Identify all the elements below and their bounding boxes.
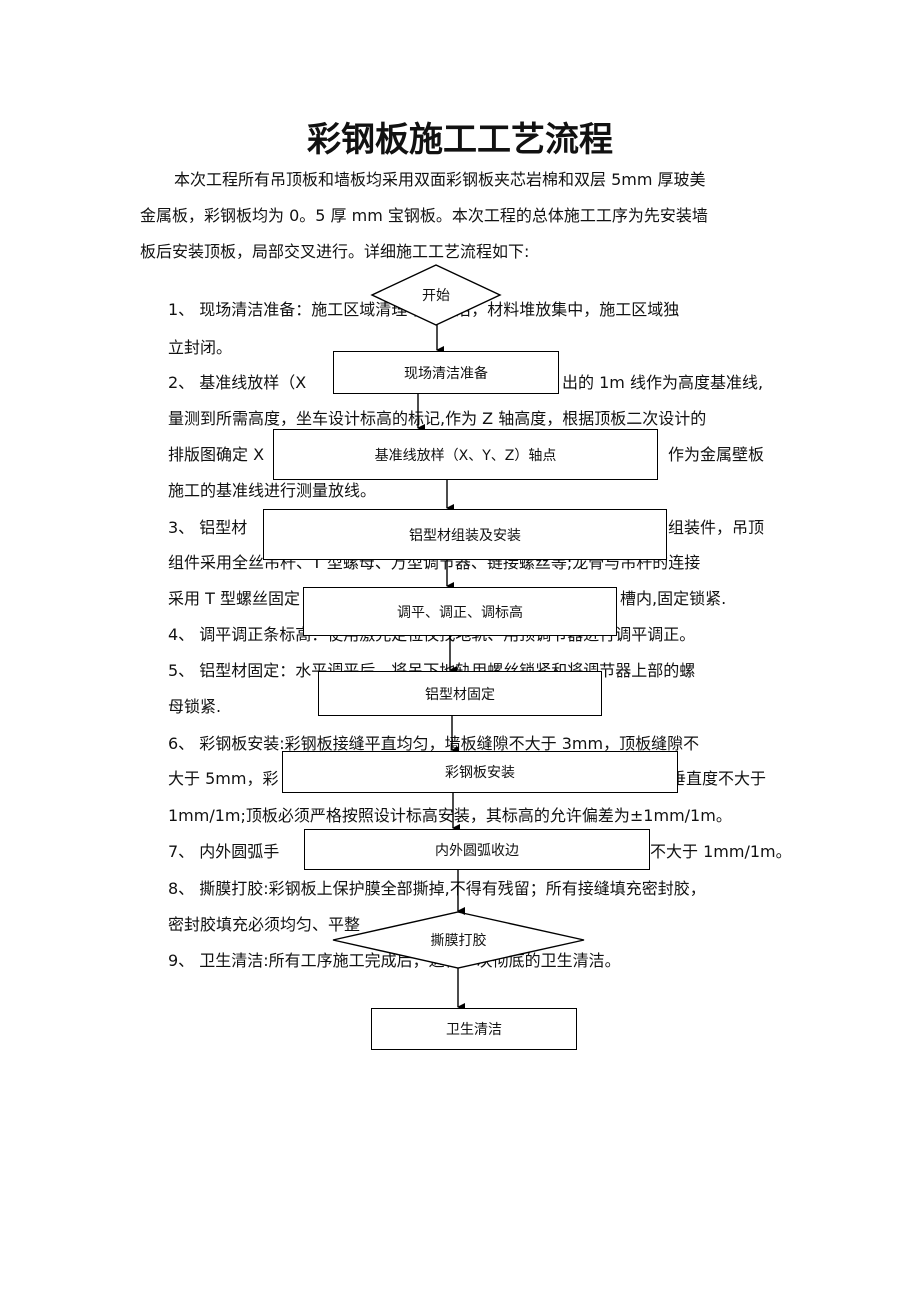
step-text-line: 量测到所需高度，坐车设计标高的标记,作为 Z 轴高度，根据顶板二次设计的 — [168, 409, 707, 428]
step-text-line: 2、 基准线放样（X — [168, 373, 307, 392]
step-text-line: 3、 铝型材 — [168, 518, 248, 537]
step-text-line: 出的 1m 线作为高度基准线, — [562, 373, 764, 392]
flow-node-site-cleaning: 现场清洁准备 — [333, 351, 559, 394]
step-text-line: 1mm/1m;顶板必须严格按照设计标高安装，其标高的允许偏差为±1mm/1m。 — [168, 806, 732, 825]
step-text-line: 采用 T 型螺丝固定 — [168, 589, 300, 608]
step-text-line: 大于 5mm，彩 — [168, 769, 279, 788]
flow-node-baseline-layout: 基准线放样（X、Y、Z）轴点 — [273, 429, 658, 480]
step-text-line: 组装件，吊顶 — [668, 518, 765, 537]
step-text-line: 排版图确定 X — [168, 445, 265, 464]
flow-node-start: 开始 — [422, 288, 450, 304]
flow-node-arc-edging: 内外圆弧收边 — [304, 829, 650, 870]
step-text-line: 密封胶填充必须均匀、平整 — [168, 915, 361, 934]
flow-node-cleaning: 卫生清洁 — [371, 1008, 577, 1050]
flow-node-panel-installation: 彩钢板安装 — [282, 751, 678, 793]
step-text-line: 垂直度不大于 — [670, 769, 767, 788]
flow-node-tear-film-glue: 撕膜打胶 — [430, 933, 487, 949]
step-text-line: 施工的基准线进行测量放线。 — [168, 481, 377, 500]
page-title: 彩钢板施工工艺流程 — [307, 120, 613, 160]
step-text-line: 母锁紧. — [168, 697, 222, 716]
intro-line: 板后安装顶板，局部交叉进行。详细施工工艺流程如下: — [140, 242, 530, 261]
step-text-line: 6、 彩钢板安装:彩钢板接缝平直均匀，墙板缝隙不大于 3mm，顶板缝隙不 — [168, 734, 700, 753]
intro-line: 金属板，彩钢板均为 0。5 厚 mm 宝钢板。本次工程的总体施工工序为先安装墙 — [140, 206, 708, 225]
flow-node-aluminum-fixing: 铝型材固定 — [318, 671, 602, 716]
intro-line: 本次工程所有吊顶板和墙板均采用双面彩钢板夹芯岩棉和双层 5mm 厚玻美 — [174, 170, 706, 189]
step-text-line: 作为金属壁板 — [668, 445, 765, 464]
step-text-line: 槽内,固定锁紧. — [620, 589, 727, 608]
step-text-line: 7、 内外圆弧手 — [168, 842, 280, 861]
step-text-line: 不大于 1mm/1m。 — [650, 842, 792, 861]
flow-node-aluminum-assembly: 铝型材组装及安装 — [263, 509, 667, 560]
step-text-line: 立封闭。 — [168, 338, 233, 357]
flow-node-leveling: 调平、调正、调标高 — [303, 587, 617, 636]
start-diamond-shape — [370, 264, 502, 326]
step-text-line: 8、 撕膜打胶:彩钢板上保护膜全部撕掉,不得有残留；所有接缝填充密封胶， — [168, 879, 706, 898]
